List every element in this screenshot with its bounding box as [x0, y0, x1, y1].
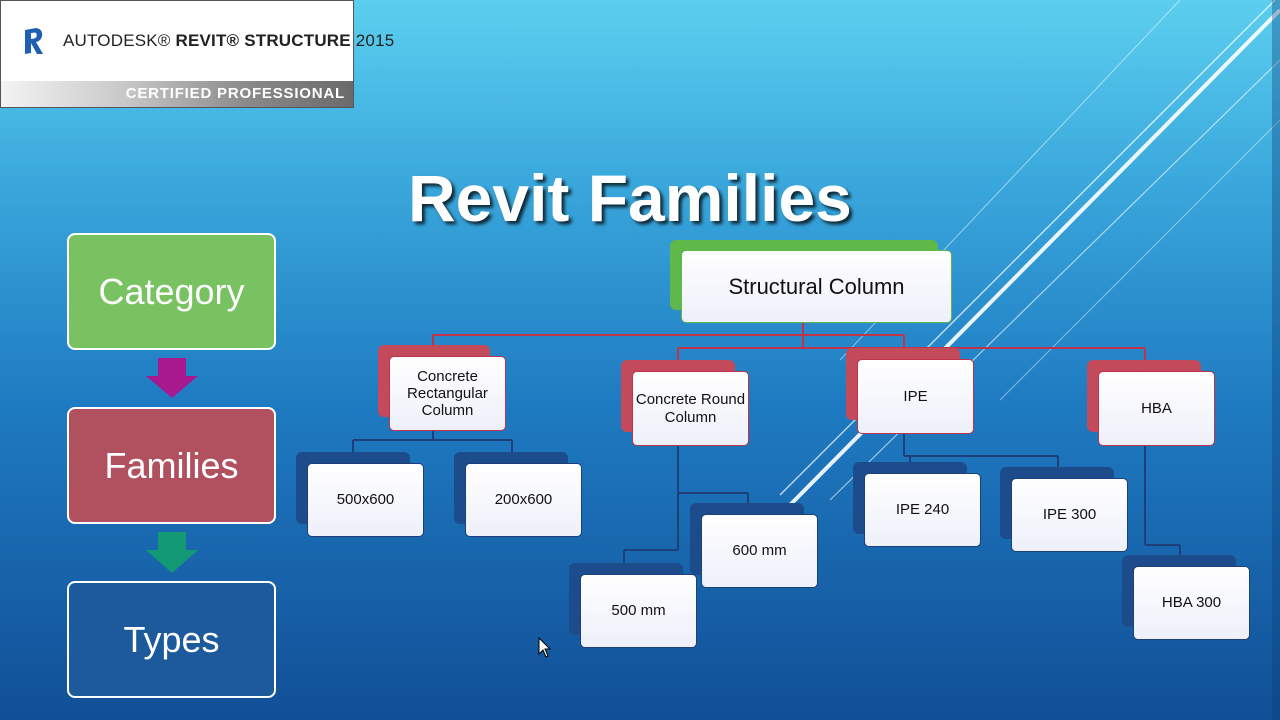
brand-prefix: AUTODESK®: [63, 31, 171, 50]
brand-year: 2015: [355, 31, 395, 50]
types-box: Types: [67, 581, 276, 698]
diagram-node-500mm: 500 mm: [580, 574, 697, 648]
category-box: Category: [67, 233, 276, 350]
diagram-node-ipe-300: IPE 300: [1011, 478, 1128, 552]
diagram-node-concrete-round: Concrete Round Column: [632, 371, 749, 446]
slide-title: Revit Families: [408, 161, 852, 235]
diagram-node-hba: HBA: [1098, 371, 1215, 446]
badge-top: [1, 1, 353, 81]
diagram-node-concrete-rectangular: Concrete Rectangular Column: [389, 356, 506, 431]
diagram-node-ipe: IPE: [857, 359, 974, 434]
diagram-node-200x600: 200x600: [465, 463, 582, 537]
diagram-node-hba-300: HBA 300: [1133, 566, 1250, 640]
diagram-node-500x600: 500x600: [307, 463, 424, 537]
diagram-node-ipe-240: IPE 240: [864, 473, 981, 547]
families-box: Families: [67, 407, 276, 524]
brand-product: REVIT® STRUCTURE: [175, 31, 351, 50]
badge-bar: [1, 81, 353, 107]
certification-badge: AUTODESK® REVIT® STRUCTURE 2015 CERTIFIE…: [0, 0, 394, 108]
certification-label: CERTIFIED PROFESSIONAL: [125, 85, 345, 102]
diagram-node-600mm: 600 mm: [701, 514, 818, 588]
diagram-node-structural-column: Structural Column: [681, 250, 952, 323]
revit-logo-icon: [25, 28, 43, 54]
badge-brand: AUTODESK® REVIT® STRUCTURE 2015: [63, 31, 394, 51]
